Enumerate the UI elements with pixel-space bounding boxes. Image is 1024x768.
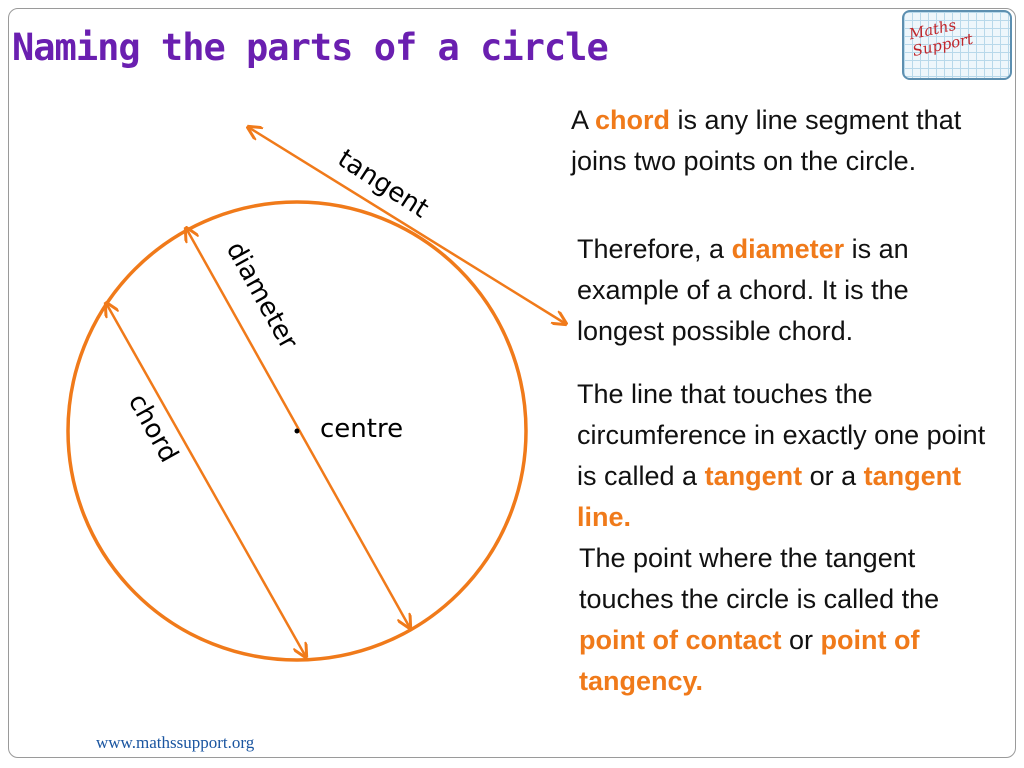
centre-point <box>294 428 300 434</box>
chord-term: chord <box>595 105 671 135</box>
tangent-label: tangent <box>332 144 434 225</box>
diameter-definition: Therefore, a diameter is an example of a… <box>577 234 909 346</box>
chord-line <box>106 303 306 657</box>
point-of-contact-definition: The point where the tangent touches the … <box>579 543 940 696</box>
chord-label: chord <box>122 389 184 468</box>
maths-support-logo: Maths Support <box>902 10 1012 80</box>
centre-label: centre <box>320 414 403 444</box>
point-of-contact-term: point of contact <box>579 625 782 655</box>
point-of-tangency-term: point of tangency. <box>579 625 920 696</box>
tangent-line-term: tangent line. <box>577 461 962 532</box>
tangent-line <box>248 127 566 324</box>
chord-definition: A chord is any line segment that joins t… <box>571 105 962 176</box>
tangent-definition: The line that touches the circumference … <box>577 379 986 532</box>
diameter-label: diameter <box>220 237 304 355</box>
footer-website-link[interactable]: www.mathssupport.org <box>96 733 255 752</box>
tangent-term: tangent <box>704 461 803 491</box>
slide-frame <box>8 8 1016 758</box>
diameter-term: diameter <box>731 234 845 264</box>
page-title: Naming the parts of a circle <box>12 26 609 69</box>
